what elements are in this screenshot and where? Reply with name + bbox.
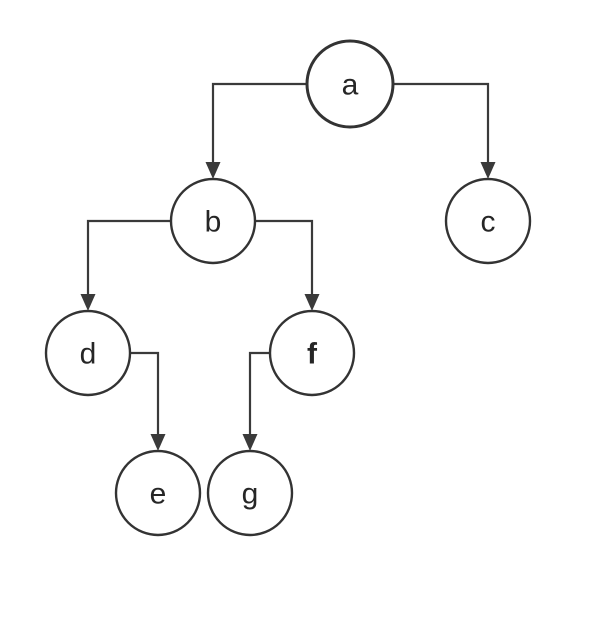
node-c-label: c <box>481 206 496 239</box>
edge-b-to-f <box>255 219 314 294</box>
node-b-label: b <box>205 206 222 239</box>
node-a-label: a <box>342 69 359 102</box>
node-f[interactable]: f <box>268 309 356 397</box>
node-g-label: g <box>242 478 259 511</box>
node-c[interactable]: c <box>444 177 532 265</box>
nodes-layer: a b c d f e g <box>44 39 532 537</box>
edge-b-to-d <box>86 219 171 294</box>
edge-a-to-b <box>211 82 307 162</box>
node-f-label: f <box>307 338 318 371</box>
arrow-d-icon <box>80 294 96 311</box>
arrowheads-layer <box>80 162 496 451</box>
edge-d-to-e <box>130 351 160 434</box>
node-a[interactable]: a <box>305 39 395 129</box>
node-a-circle[interactable] <box>305 39 395 129</box>
arrow-g-icon <box>242 434 258 451</box>
arrow-b-icon <box>205 162 221 179</box>
node-d-label: d <box>80 338 97 371</box>
node-g[interactable]: g <box>206 449 294 537</box>
node-d[interactable]: d <box>44 309 132 397</box>
node-e-circle[interactable] <box>114 449 202 537</box>
node-d-circle[interactable] <box>44 309 132 397</box>
edge-f-to-g <box>248 351 270 434</box>
node-g-circle[interactable] <box>206 449 294 537</box>
node-b[interactable]: b <box>169 177 257 265</box>
node-e[interactable]: e <box>114 449 202 537</box>
node-f-circle[interactable] <box>268 309 356 397</box>
arrow-f-icon <box>304 294 320 311</box>
edge-a-to-c <box>393 82 490 162</box>
arrow-e-icon <box>150 434 166 451</box>
node-e-label: e <box>150 478 167 511</box>
node-b-circle[interactable] <box>169 177 257 265</box>
edges-layer <box>86 82 490 434</box>
arrow-c-icon <box>480 162 496 179</box>
node-c-circle[interactable] <box>444 177 532 265</box>
